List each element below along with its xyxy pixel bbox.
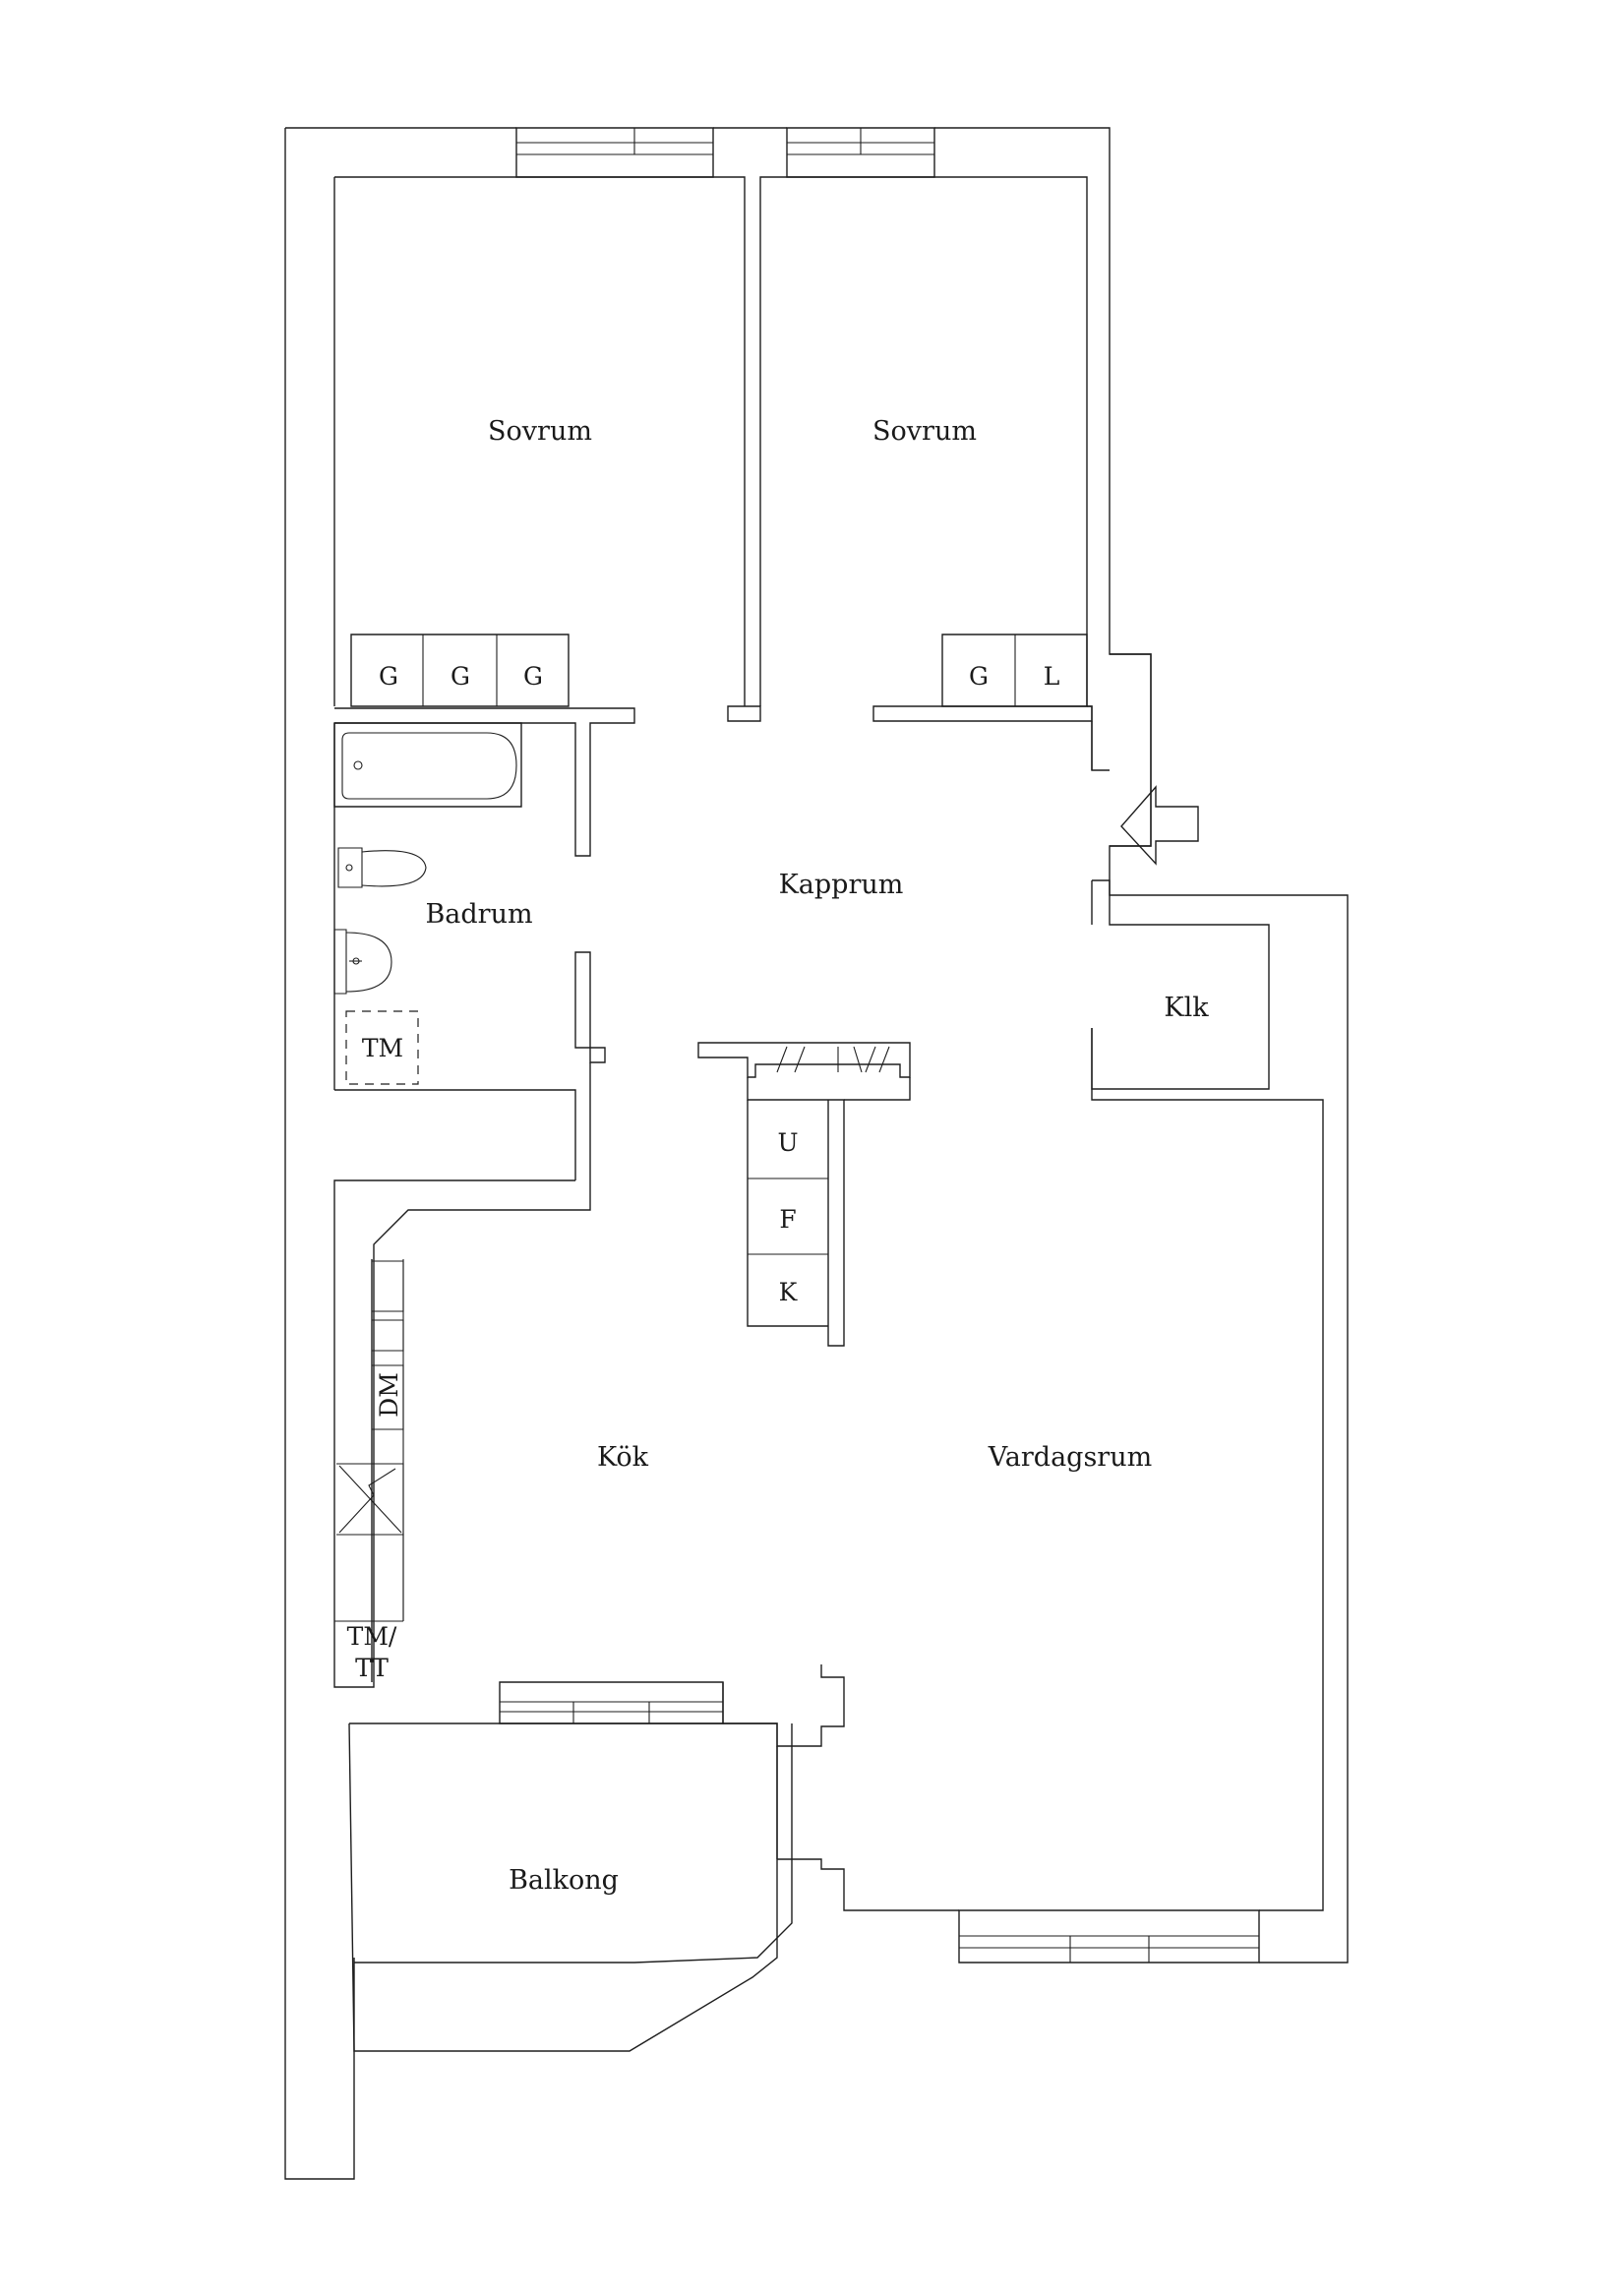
hall-appliance-f-label: F	[779, 1205, 796, 1234]
wardrobes-left	[350, 634, 570, 707]
room-label-bedroom-left: Sovrum	[488, 416, 592, 447]
room-label-hall: Kapprum	[779, 870, 904, 900]
wardrobe-label: G	[969, 662, 989, 691]
room-label-bedroom-right: Sovrum	[872, 416, 977, 447]
window-living	[958, 1909, 1260, 1964]
dishwasher-label: DM	[375, 1372, 403, 1418]
washer-dryer-label-bottom: TT	[355, 1654, 389, 1682]
wardrobe-label: G	[379, 662, 398, 691]
sink	[333, 929, 392, 995]
balcony-outline	[348, 1722, 793, 2052]
outer-walls	[284, 127, 1349, 2180]
wardrobes-right	[941, 634, 1088, 707]
hall-appliances	[748, 1178, 828, 1255]
bathtub	[333, 722, 522, 808]
kitchen-counter	[334, 1259, 404, 1682]
entrance-arrow	[1120, 785, 1199, 866]
linen-cabinet-label: L	[1044, 662, 1060, 691]
washing-machine-outline	[345, 1010, 419, 1085]
room-label-bathroom: Badrum	[425, 899, 532, 930]
window-kitchen	[499, 1681, 724, 1724]
wardrobe-label: G	[523, 662, 543, 691]
room-label-kitchen: Kök	[597, 1442, 649, 1473]
interior-walls	[333, 653, 1152, 1911]
room-label-closet: Klk	[1164, 993, 1209, 1023]
windows	[499, 127, 1260, 1964]
closet-hatching	[776, 1046, 890, 1073]
window-bedroom-left	[515, 127, 714, 178]
toilet	[337, 847, 427, 888]
washer-dryer-label-top: TM/	[347, 1622, 397, 1651]
hall-appliance-u-label: U	[777, 1128, 798, 1157]
room-label-balcony: Balkong	[509, 1865, 619, 1896]
window-bedroom-right	[786, 127, 935, 178]
room-label-living-room: Vardagsrum	[988, 1442, 1152, 1473]
hall-appliance-k-label: K	[779, 1278, 799, 1306]
wardrobe-label: G	[451, 662, 470, 691]
washing-machine-label: TM	[362, 1034, 403, 1062]
